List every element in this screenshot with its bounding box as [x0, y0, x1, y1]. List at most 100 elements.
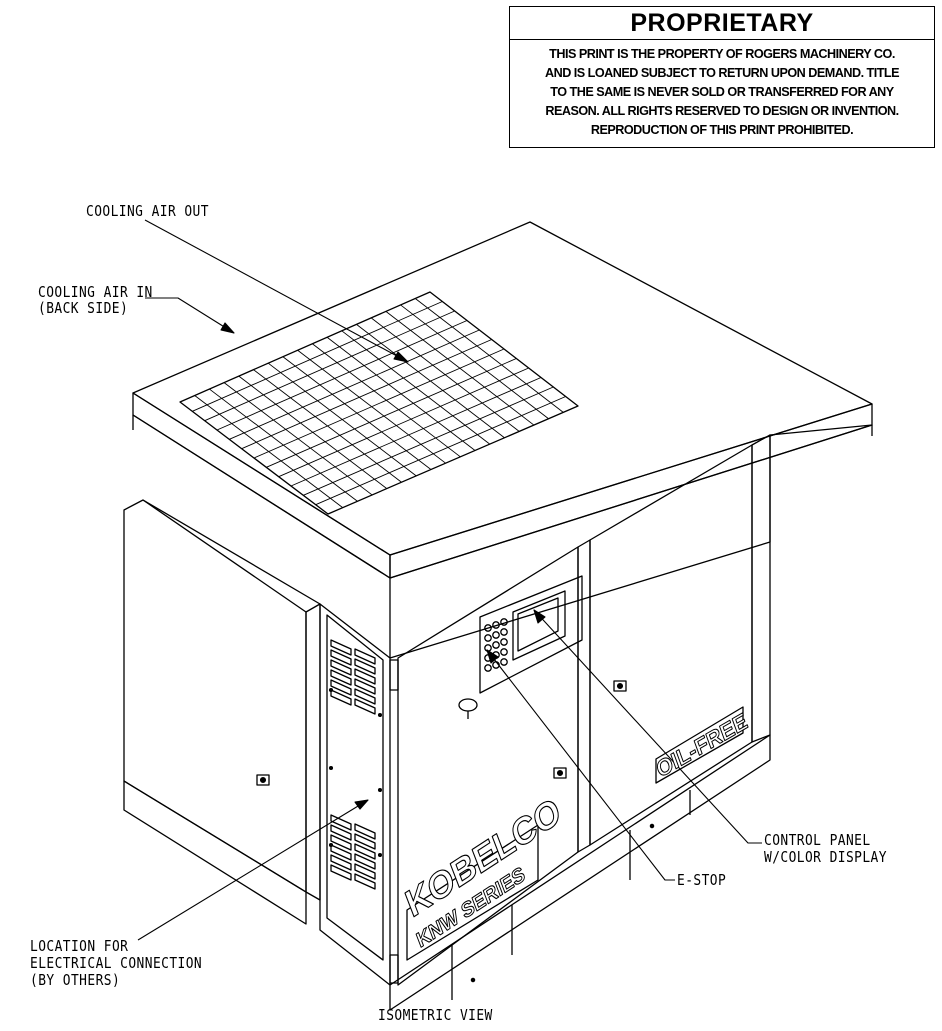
grid-line: [303, 386, 554, 496]
proprietary-line: TO THE SAME IS NEVER SOLD OR TRANSFERRED…: [550, 84, 894, 99]
louver-slot: [354, 863, 376, 880]
proprietary-text: THIS PRINT IS THE PROPERTY OF ROGERS MAC…: [521, 40, 924, 139]
keypad-button: [500, 658, 508, 666]
keypad-button: [500, 618, 508, 626]
louver-slot: [330, 834, 352, 851]
grid-line: [204, 310, 455, 422]
label-location-for: LOCATION FOR: [30, 937, 129, 955]
label-by-others: (BY OTHERS): [30, 971, 121, 989]
louver-vents: [330, 639, 376, 890]
label-cooling-air-in: COOLING AIR IN: [38, 283, 153, 301]
right-door-edge: [751, 434, 771, 743]
louver-slot: [330, 864, 352, 881]
keypad-button: [500, 638, 508, 646]
panel-screw: [328, 842, 334, 848]
keypad-button: [484, 624, 492, 632]
panel-screw: [377, 787, 383, 793]
louver-slot: [354, 843, 376, 860]
arrowhead: [486, 649, 499, 664]
hinge-bottom: [389, 954, 399, 984]
arrowhead: [354, 799, 369, 810]
vent-grid-lines: [192, 298, 566, 509]
louver-slot: [330, 639, 352, 656]
louver-slot: [354, 688, 376, 705]
right-door-latch: [613, 680, 627, 692]
louver-slot: [330, 814, 352, 831]
left-door-latch: [256, 774, 270, 786]
label-cooling-air-out: COOLING AIR OUT: [86, 202, 209, 220]
keypad-button: [492, 641, 500, 649]
left-door-side: [305, 603, 321, 901]
hinge-top: [389, 659, 399, 691]
louver-slot: [354, 678, 376, 695]
control-panel-frame: [479, 575, 583, 694]
top-enclosure-right-face: [389, 403, 873, 579]
grid-line: [253, 348, 505, 459]
kobelco-decal-frame: [406, 824, 539, 961]
louver-slot: [330, 824, 352, 841]
louver-slot: [354, 853, 376, 870]
louver-slot: [330, 679, 352, 696]
color-display-inner: [517, 597, 559, 652]
skirt-hole: [470, 977, 476, 983]
e-stop-button: [458, 698, 478, 712]
grid-line: [192, 301, 443, 412]
grid-line: [229, 329, 480, 440]
proprietary-line: REPRODUCTION OF THIS PRINT PROHIBITED.: [590, 122, 854, 137]
oil-free-decal: OIL-FREE: [653, 708, 750, 783]
skirt-hole: [649, 823, 655, 829]
proprietary-notice: PROPRIETARY THIS PRINT IS THE PROPERTY O…: [509, 6, 935, 148]
vent-grid-border: [179, 291, 579, 515]
arrowhead: [533, 609, 546, 624]
keypad-button: [484, 634, 492, 642]
control-keypad: [484, 618, 508, 672]
louver-slot: [354, 668, 376, 685]
front-door-latch: [553, 767, 567, 779]
lid-edge: [132, 414, 391, 579]
leader-e-stop: [486, 649, 675, 881]
keypad-button: [500, 648, 508, 656]
louver-slot: [354, 698, 376, 715]
left-door-latch-knob: [259, 776, 267, 784]
left-door-panel: [123, 499, 307, 893]
front-door-latch-knob: [556, 769, 564, 777]
keypad-button: [500, 628, 508, 636]
panel-screw: [377, 852, 383, 858]
leader-control-panel: [533, 609, 762, 844]
top-enclosure-left-face: [132, 392, 391, 579]
front-base-skirt: [389, 734, 771, 1011]
louver-slot: [354, 833, 376, 850]
grid-line: [315, 396, 566, 506]
keypad-button: [484, 664, 492, 672]
panel-screw: [328, 765, 334, 771]
louver-slot: [330, 649, 352, 666]
proprietary-line: REASON. ALL RIGHTS RESERVED TO DESIGN OR…: [545, 103, 899, 118]
grid-line: [278, 367, 529, 478]
leader-cooling-air-in: [145, 297, 235, 334]
label-e-stop: E-STOP: [677, 871, 727, 889]
louver-slot: [354, 648, 376, 665]
louver-slot: [330, 689, 352, 706]
keypad-button: [492, 621, 500, 629]
left-door-top-edge: [142, 499, 321, 605]
arrowhead: [393, 351, 409, 363]
leader-lines: [137, 219, 762, 941]
proprietary-line: AND IS LOANED SUBJECT TO RETURN UPON DEM…: [544, 65, 900, 80]
leader-electrical: [137, 799, 369, 941]
right-door-panel: [589, 444, 753, 846]
label-color-display: W/COLOR DISPLAY: [764, 848, 887, 866]
louver-slot: [330, 854, 352, 871]
hood-front-face: [389, 424, 873, 659]
panel-screw: [328, 687, 334, 693]
label-cooling-air-in-back: (BACK SIDE): [38, 299, 129, 317]
left-base-skirt: [123, 780, 307, 925]
oil-free-decal-frame: [655, 706, 744, 784]
louver-slot: [330, 669, 352, 686]
label-electrical-connection: ELECTRICAL CONNECTION: [30, 954, 203, 972]
panel-screw: [377, 712, 383, 718]
arrowhead: [220, 322, 235, 334]
grid-line: [216, 320, 468, 431]
front-door-rear-edge: [577, 539, 591, 853]
electrical-inner-panel: [326, 614, 384, 961]
